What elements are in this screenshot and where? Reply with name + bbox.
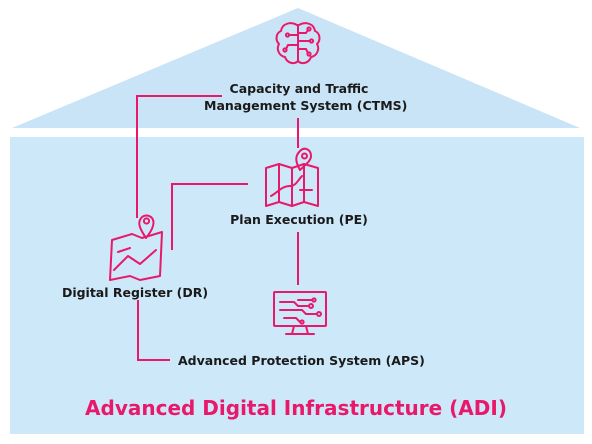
ctms-label-line2: Management System (CTMS) bbox=[204, 98, 408, 113]
connector-dr-pe bbox=[171, 183, 248, 250]
brain-circuit-icon bbox=[275, 22, 321, 65]
adi-title: Advanced Digital Infrastructure (ADI) bbox=[85, 396, 507, 420]
connector-dr-ctms bbox=[136, 95, 222, 218]
pe-label: Plan Execution (PE) bbox=[230, 212, 368, 227]
house-roof bbox=[12, 8, 580, 128]
map-pin-icon bbox=[109, 214, 163, 281]
connector-dr-aps bbox=[137, 300, 170, 361]
dr-label: Digital Register (DR) bbox=[61, 285, 209, 300]
aps-label: Advanced Protection System (APS) bbox=[178, 353, 425, 368]
connector-lines bbox=[136, 95, 299, 361]
ctms-label: Capacity and Traffic Management System (… bbox=[204, 80, 408, 114]
route-map-icon bbox=[265, 147, 319, 207]
house-body bbox=[10, 137, 584, 434]
monitor-circuit-icon bbox=[273, 291, 327, 335]
ctms-label-line1: Capacity and Traffic bbox=[229, 81, 369, 96]
